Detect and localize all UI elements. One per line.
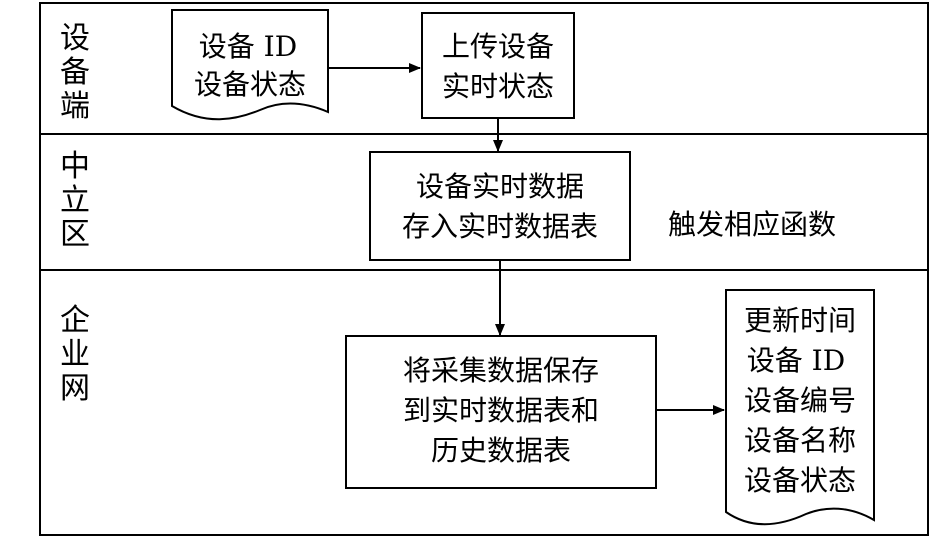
node-device-doc: 设备 ID 设备状态 <box>171 9 329 121</box>
node-text: 将采集数据保存 <box>403 354 599 387</box>
lane-label-char: 立 <box>60 183 90 218</box>
lane-label-char: 备 <box>60 55 90 90</box>
node-text: 设备 ID <box>199 30 297 63</box>
lane-label-char: 端 <box>60 89 90 124</box>
node-text: 设备状态 <box>744 464 856 497</box>
lane-label-char: 中 <box>60 149 90 184</box>
node-text: 到实时数据表和 <box>403 394 599 427</box>
trigger-annotation: 触发相应函数 <box>668 208 836 241</box>
process-box <box>369 151 631 261</box>
lane-label-device: 设 备 端 <box>60 21 90 124</box>
node-store-realtime: 设备实时数据 存入实时数据表 <box>369 151 631 261</box>
node-text: 设备编号 <box>744 384 856 417</box>
node-text: 实时状态 <box>442 70 554 103</box>
node-save-data: 将采集数据保存 到实时数据表和 历史数据表 <box>345 335 657 489</box>
node-record-doc: 更新时间 设备 ID 设备编号 设备名称 设备状态 <box>725 289 875 526</box>
node-text: 设备 ID <box>747 344 845 377</box>
document-shape <box>171 9 329 121</box>
lane-label-enterprise: 企 业 网 <box>60 303 90 406</box>
lane-label-neutral: 中 立 区 <box>60 149 90 252</box>
lane-label-char: 企 <box>60 303 90 338</box>
lane-label-char: 区 <box>60 217 90 252</box>
node-text: 上传设备 <box>442 30 554 63</box>
lane-label-char: 设 <box>60 21 90 56</box>
lane-label-char: 网 <box>60 371 90 406</box>
node-text: 设备名称 <box>744 424 856 457</box>
node-text: 更新时间 <box>744 304 856 337</box>
node-text: 存入实时数据表 <box>402 210 598 243</box>
process-box <box>421 12 575 119</box>
document-shape <box>725 289 875 526</box>
process-box <box>345 335 657 489</box>
node-text: 设备状态 <box>194 68 306 101</box>
node-text: 历史数据表 <box>431 434 571 467</box>
lane-label-char: 业 <box>60 337 90 372</box>
node-upload: 上传设备 实时状态 <box>421 12 575 119</box>
node-text: 设备实时数据 <box>416 170 584 203</box>
